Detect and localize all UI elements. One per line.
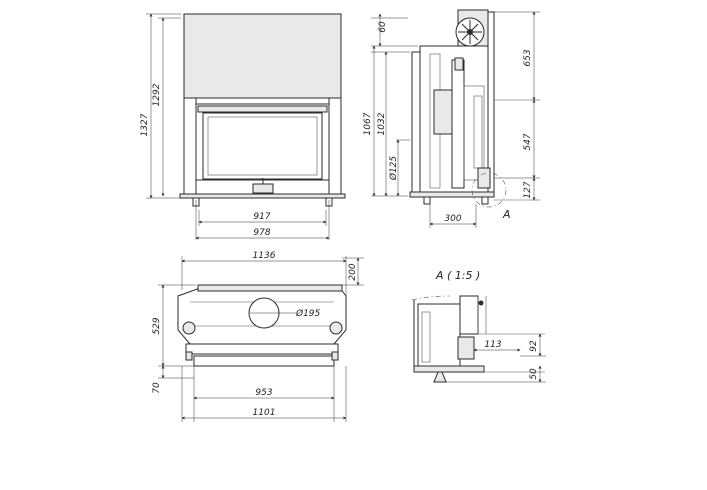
detail-a-marker [471, 172, 507, 208]
dim-1032: 1032 [377, 112, 387, 135]
top-fan-right [329, 321, 343, 335]
front-view: 1327 1292 917 978 [140, 13, 346, 240]
front-door-top-bar [197, 105, 328, 113]
dim-flue-195: Ø195 [295, 308, 321, 319]
dim-200: 200 [348, 263, 358, 280]
top-fan-left [182, 321, 196, 335]
detail-view: A ( 1:5 ) 113 92 50 [411, 269, 546, 383]
dim-1067: 1067 [363, 112, 373, 135]
side-inner-right [463, 85, 485, 181]
dim-917: 917 [253, 212, 270, 222]
dim-1292: 1292 [152, 83, 162, 106]
side-door-section [433, 89, 453, 135]
dim-1101: 1101 [253, 408, 276, 418]
dim-92: 92 [529, 340, 539, 352]
front-handle [252, 183, 274, 194]
dim-653: 653 [523, 49, 533, 66]
front-left-panel [183, 97, 197, 197]
side-air-inlet [477, 167, 491, 189]
dim-1327: 1327 [140, 113, 150, 136]
front-base [179, 193, 346, 199]
top-rear-rail [197, 284, 343, 292]
side-view: A 60 1067 1032 Ø125 653 547 127 300 [363, 9, 540, 228]
top-front-rail [185, 343, 339, 355]
dim-978: 978 [253, 228, 270, 238]
detail-housing [417, 303, 461, 367]
detail-boundary-top [411, 295, 451, 301]
side-flue-top [454, 57, 464, 71]
top-view: Ø195 1136 200 529 70 953 1101 [152, 251, 364, 422]
side-front-plate [411, 51, 421, 193]
front-right-panel [328, 97, 342, 197]
dim-547: 547 [523, 133, 533, 150]
dim-70: 70 [152, 382, 162, 394]
dim-60: 60 [378, 21, 388, 33]
dim-flue-125: Ø125 [388, 156, 399, 182]
detail-title: A ( 1:5 ) [435, 269, 480, 282]
dim-953: 953 [255, 388, 272, 398]
front-upper-housing [183, 13, 342, 99]
dim-529: 529 [152, 317, 162, 334]
dim-50: 50 [529, 368, 539, 380]
detail-post [459, 295, 479, 335]
detail-air-inlet [457, 336, 475, 360]
detail-foot [433, 371, 447, 383]
detail-a-label: A [502, 208, 511, 221]
dim-300: 300 [444, 214, 461, 224]
detail-base [413, 365, 485, 373]
front-glass-inner [207, 116, 318, 176]
front-glass [202, 112, 323, 180]
side-flue-duct [451, 59, 465, 189]
dim-113: 113 [484, 340, 501, 350]
side-base [409, 191, 495, 198]
dim-127: 127 [523, 181, 533, 198]
dim-1136: 1136 [253, 251, 276, 261]
top-door-front [193, 355, 335, 367]
